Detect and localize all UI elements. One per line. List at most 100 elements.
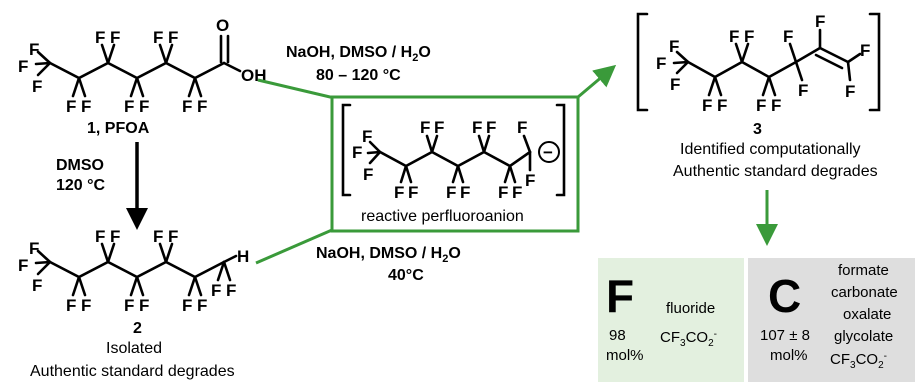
fluorine-atom: F [363,165,373,184]
fluorine-atom: F [168,227,178,246]
carbon-amount: 107 ± 8 [760,327,810,344]
fluorine-product-fluoride: fluoride [666,300,715,317]
fluorine-atom: F [771,96,781,115]
fluorine-atom: F [362,127,372,146]
fluorine-product-tfa: CF3CO2- [660,329,717,349]
fluorine-atom: F [815,12,825,31]
product-2-number: 2 [133,320,142,337]
negative-charge-icon [538,141,560,163]
fluorine-atom: F [352,143,362,162]
fluorine-atom: F [29,239,39,258]
fluorine-atom: F [798,81,808,100]
fluorine-atom: F [525,171,535,190]
fluorine-atom: F [95,28,105,47]
fluorine-atom: F [139,296,149,315]
anion-label: reactive perfluoroanion [361,208,524,225]
dmso-temperature: 120 °C [56,177,106,194]
fluorine-symbol: F [606,270,634,322]
product-3-number: 3 [753,121,762,138]
fluorine-atom: F [669,37,679,56]
fluorine-atom: F [845,82,855,101]
fluorine-atom: F [472,118,482,137]
fluorine-atom: F [81,296,91,315]
top-reaction-arrow [257,64,617,99]
carbon-box-background [748,258,915,382]
perfluoroanion-structure: F F F F F F F F F F F F F F F − [341,103,566,202]
fluorine-atom: F [420,118,430,137]
carbon-product-formate: formate [838,262,889,279]
fluorine-atom: F [729,27,739,46]
product-3-structure: F F F F F F F F F F F F F F [636,12,881,115]
fluorine-atom: F [182,296,192,315]
fluorine-atom: F [517,118,527,137]
fluorine-atom: F [32,77,42,96]
fluorine-atom: F [226,281,236,300]
fluorine-atom: F [783,27,793,46]
product-2-structure: F F F F F F F F F F F F F F F H 2 Isolat… [18,227,249,380]
fluorine-atom: F [656,54,666,73]
carbon-balance-box: C 107 ± 8 mol% formate carbonate oxalate… [748,258,915,382]
fluorine-atom: F [860,41,870,60]
dmso-condition: DMSO [56,157,104,174]
fluorine-atom: F [756,96,766,115]
hydrogen-atom: H [237,247,249,266]
fluorine-atom: F [110,28,120,47]
product-2-note-isolated: Isolated [106,340,162,357]
fluorine-atom: F [32,276,42,295]
fluorine-atom: F [124,97,134,116]
fluorine-atom: F [486,118,496,137]
fluorine-atom: F [168,28,178,47]
fluorine-atom: F [110,227,120,246]
fluorine-atom: F [18,57,28,76]
anion-box [330,95,580,233]
pfoa-label: 1, PFOA [87,120,150,137]
negative-charge-sign: − [543,143,553,162]
fluorine-atom: F [434,118,444,137]
fluorine-atom: F [460,183,470,202]
fluorine-atom: F [95,227,105,246]
product-3-note-degrades: Authentic standard degrades [673,163,878,180]
carbon-product-tfa: CF3CO2- [830,351,887,371]
fluorine-amount: 98 [609,327,626,344]
fluorine-atom: F [182,97,192,116]
fluorine-atom: F [211,281,221,300]
top-condition-reagents: NaOH, DMSO / H2O [286,44,431,64]
fluorine-atom: F [670,75,680,94]
fluorine-atom: F [197,97,207,116]
fluorine-atom: F [744,27,754,46]
product-3-note-computational: Identified computationally [680,141,861,158]
fluorine-atom: F [702,96,712,115]
fluorine-atom: F [81,97,91,116]
carbon-symbol: C [768,270,801,322]
carbon-product-oxalate: oxalate [843,306,891,323]
fluorine-atom: F [498,183,508,202]
fluorine-atom: F [197,296,207,315]
fluorine-atom: F [446,183,456,202]
fluorine-box-background [598,258,744,382]
fluorine-balance-box: F 98 mol% fluoride CF3CO2- [598,258,744,382]
carbon-product-carbonate: carbonate [831,284,898,301]
fluorine-atom: F [18,256,28,275]
fluorine-atom: F [408,183,418,202]
pfoa-structure: F F F F F F F F F F F F F O OH 1, PFOA [18,16,267,137]
fluorine-atom: F [394,183,404,202]
carbon-unit: mol% [770,347,808,364]
fluorine-atom: F [153,227,163,246]
bottom-condition-reagents: NaOH, DMSO / H2O [316,245,461,265]
fluorine-atom: F [29,40,39,59]
fluorine-atom: F [717,96,727,115]
fluorine-atom: F [153,28,163,47]
fluorine-atom: F [66,97,76,116]
carbon-product-glycolate: glycolate [834,328,893,345]
fluorine-atom: F [124,296,134,315]
bottom-condition-temperature: 40°C [388,267,424,284]
fluorine-unit: mol% [606,347,644,364]
fluorine-atom: F [66,296,76,315]
bottom-reaction-arrow [255,228,333,265]
product-2-note-degrades: Authentic standard degrades [30,363,235,380]
oxygen-atom: O [216,16,229,35]
top-condition-temperature: 80 – 120 °C [316,67,401,84]
fluorine-atom: F [512,183,522,202]
fluorine-atom: F [139,97,149,116]
